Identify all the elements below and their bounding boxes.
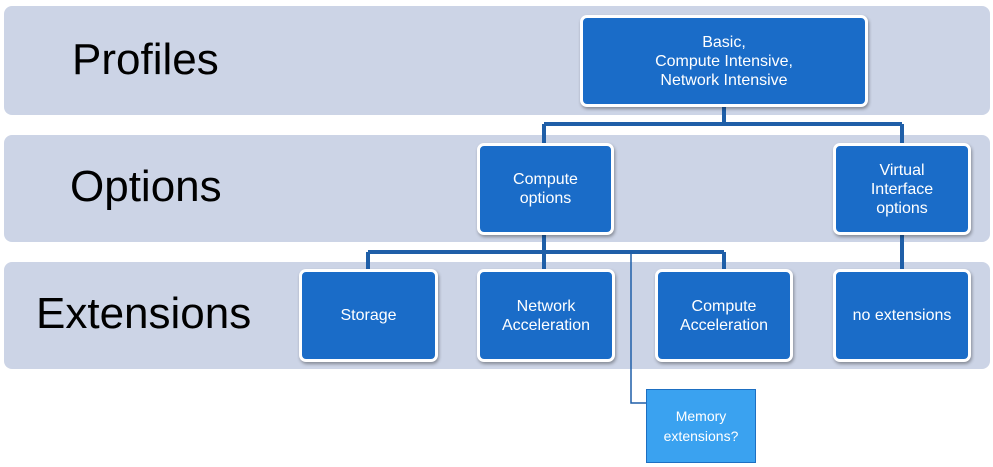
extensions-band-label: Extensions (36, 289, 252, 338)
network-acceleration-node: Network Acceleration (477, 269, 615, 362)
storage-node: Storage (299, 269, 438, 362)
profiles-band-label: Profiles (72, 35, 219, 84)
options-band-label: Options (70, 162, 222, 211)
memory-extensions-note: Memory extensions? (646, 389, 756, 463)
compute-acceleration-node: Compute Acceleration (655, 269, 793, 362)
connector-to-memory-extensions (630, 252, 646, 404)
no-extensions-node: no extensions (833, 269, 971, 362)
compute-options-node: Compute options (477, 143, 614, 235)
virtual-interface-options-node: Virtual Interface options (833, 143, 971, 235)
profiles-node: Basic, Compute Intensive, Network Intens… (580, 15, 868, 107)
